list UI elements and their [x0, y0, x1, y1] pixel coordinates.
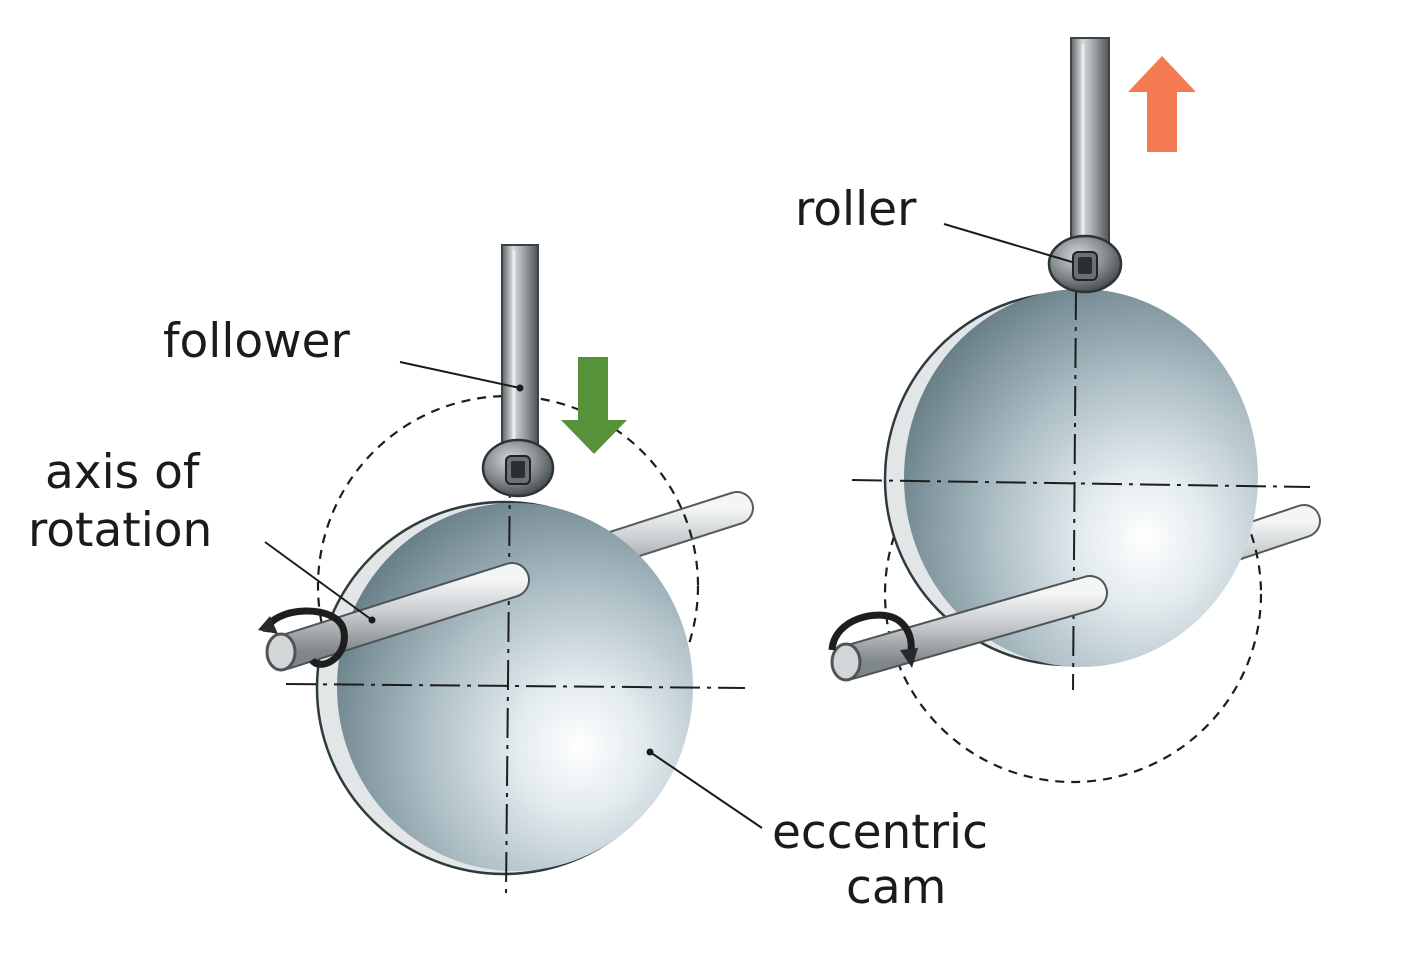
right-rotation-arrow-icon: [828, 611, 918, 668]
follower-label: follower: [163, 314, 351, 369]
follower-leader-line: [399, 361, 521, 389]
left-roller: [481, 438, 555, 498]
left-follower-rod: [501, 244, 539, 466]
arrow-down-icon: [561, 357, 627, 454]
leader-dots: [368, 384, 654, 756]
left-rotation-arrow-icon: [258, 607, 348, 668]
axis-of-rotation-label-line2: rotation: [28, 503, 212, 558]
right-front-shaft: [830, 575, 1108, 682]
left-centre-lines: [285, 467, 746, 896]
left-dashed-path-circle: [316, 394, 700, 778]
roller-label: roller: [795, 182, 917, 237]
axis-leader-line: [264, 541, 373, 621]
left-front-shaft: [265, 562, 530, 672]
right-follower-rod: [1070, 37, 1110, 265]
roller-leader-line: [943, 223, 1073, 263]
left-cam-assembly: [258, 244, 754, 896]
eccentric-cam-label-line2: cam: [846, 860, 946, 915]
eccentric-leader-line: [649, 751, 763, 829]
leader-lines: [264, 223, 1073, 829]
eccentric-cam-label-line1: eccentric: [772, 805, 988, 860]
right-eccentric-cam: [904, 289, 1258, 667]
arrow-up-icon: [1128, 56, 1196, 152]
axis-of-rotation-label-line1: axis of: [45, 445, 201, 500]
right-roller: [1047, 234, 1123, 294]
right-centre-lines: [851, 289, 1311, 691]
right-cam-assembly: [828, 37, 1321, 784]
